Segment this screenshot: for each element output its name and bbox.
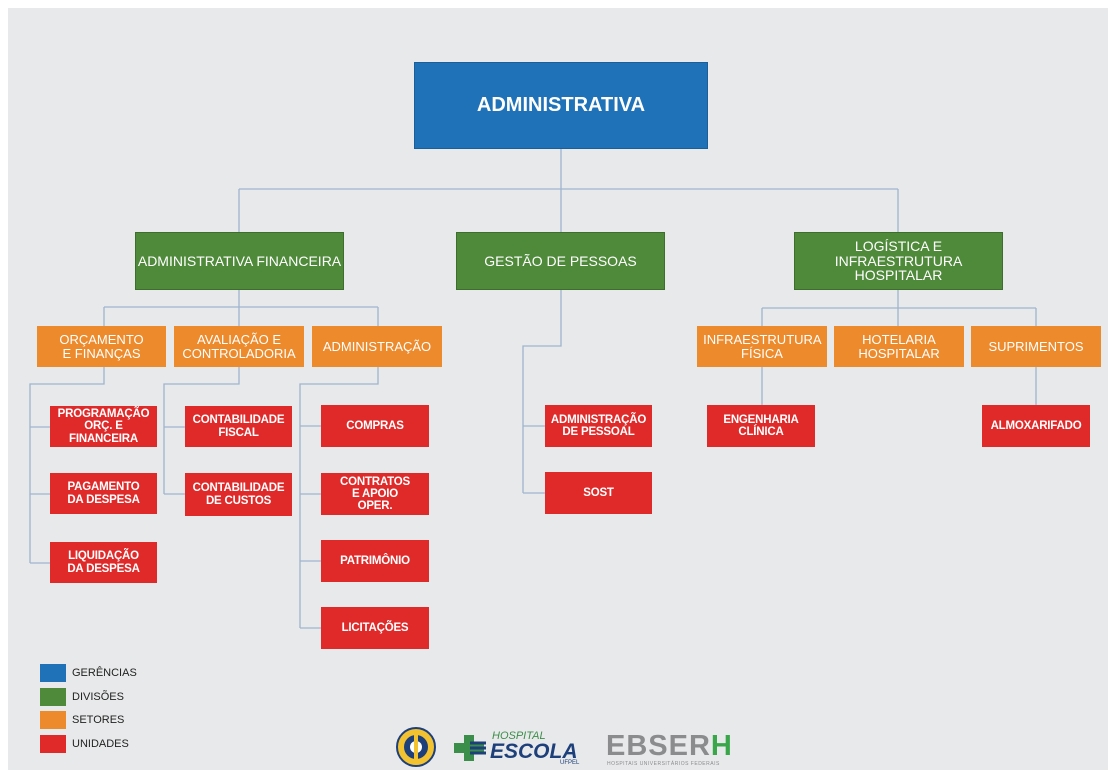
connector-orcamento [29, 367, 105, 564]
node-contabilidade-fiscal: CONTABILIDADE FISCAL [185, 406, 292, 447]
node-contabilidade-custos: CONTABILIDADE DE CUSTOS [185, 473, 292, 516]
legend-label-setores: SETORES [72, 714, 125, 726]
ebserh-h-text: H [710, 730, 733, 762]
node-administracao-pessoal: ADMINISTRAÇÃO DE PESSOAL [545, 405, 652, 447]
node-hotelaria-hospitalar: HOTELARIA HOSPITALAR [834, 326, 964, 367]
node-suprimentos: SUPRIMENTOS [971, 326, 1101, 367]
legend-label-divisoes: DIVISÕES [72, 691, 124, 703]
ebserh-main-text: EBSER [606, 730, 711, 762]
node-programacao-orc-financeira: PROGRAMAÇÃO ORÇ. E FINANCEIRA [50, 406, 157, 447]
node-patrimonio: PATRIMÔNIO [321, 540, 429, 582]
node-administrativa-financeira: ADMINISTRATIVA FINANCEIRA [135, 232, 344, 290]
node-pagamento-despesa: PAGAMENTO DA DESPESA [50, 473, 157, 514]
connector-pessoas [522, 290, 562, 494]
node-logistica-infraestrutura: LOGÍSTICA E INFRAESTRUTURA HOSPITALAR [794, 232, 1003, 290]
connector-root [238, 149, 899, 232]
node-compras: COMPRAS [321, 405, 429, 447]
legend-swatch-gerencias [40, 664, 66, 682]
node-orcamento-financas: ORÇAMENTO E FINANÇAS [37, 326, 166, 367]
hospital-escola-logo: HOSPITAL ESCOLA UFPEL [452, 730, 592, 766]
legend-swatch-setores [40, 711, 66, 729]
node-engenharia-clinica: ENGENHARIA CLÍNICA [707, 405, 815, 447]
node-sost: SOST [545, 472, 652, 514]
legend-item-unidades: UNIDADES [40, 735, 129, 753]
legend-swatch-divisoes [40, 688, 66, 706]
node-infraestrutura-fisica: INFRAESTRUTURA FÍSICA [697, 326, 827, 367]
connector-avaliacao [163, 367, 240, 495]
node-avaliacao-controladoria: AVALIAÇÃO E CONTROLADORIA [174, 326, 304, 367]
legend-swatch-unidades [40, 735, 66, 753]
node-gestao-de-pessoas: GESTÃO DE PESSOAS [456, 232, 665, 290]
legend-label-gerencias: GERÊNCIAS [72, 667, 137, 679]
seal-logo [396, 727, 436, 767]
ufpel-text: UFPEL [560, 760, 580, 766]
hospital-cross-icon [454, 735, 486, 761]
node-almoxarifado: ALMOXARIFADO [982, 405, 1090, 447]
connector-financeira [103, 290, 379, 326]
node-administrativa: ADMINISTRATIVA [414, 62, 708, 149]
node-contratos-apoio-oper: CONTRATOS E APOIO OPER. [321, 473, 429, 515]
node-liquidacao-despesa: LIQUIDAÇÃO DA DESPESA [50, 542, 157, 583]
legend-label-unidades: UNIDADES [72, 738, 129, 750]
connector-administracao [299, 367, 379, 629]
node-administracao: ADMINISTRAÇÃO [312, 326, 442, 367]
legend-item-gerencias: GERÊNCIAS [40, 664, 137, 682]
escola-text: ESCOLA [490, 740, 578, 763]
legend-item-divisoes: DIVISÕES [40, 688, 124, 706]
ebserh-text: EBSERH [606, 730, 733, 763]
legend-item-setores: SETORES [40, 711, 124, 729]
ebserh-subtitle: HOSPITAIS UNIVERSITÁRIOS FEDERAIS [607, 761, 720, 767]
ebserh-logo: EBSERH HOSPITAIS UNIVERSITÁRIOS FEDERAIS [606, 730, 746, 770]
connector-logistica [761, 290, 1037, 326]
node-licitacoes: LICITAÇÕES [321, 607, 429, 649]
hospital-small-text: HOSPITAL [492, 730, 546, 742]
